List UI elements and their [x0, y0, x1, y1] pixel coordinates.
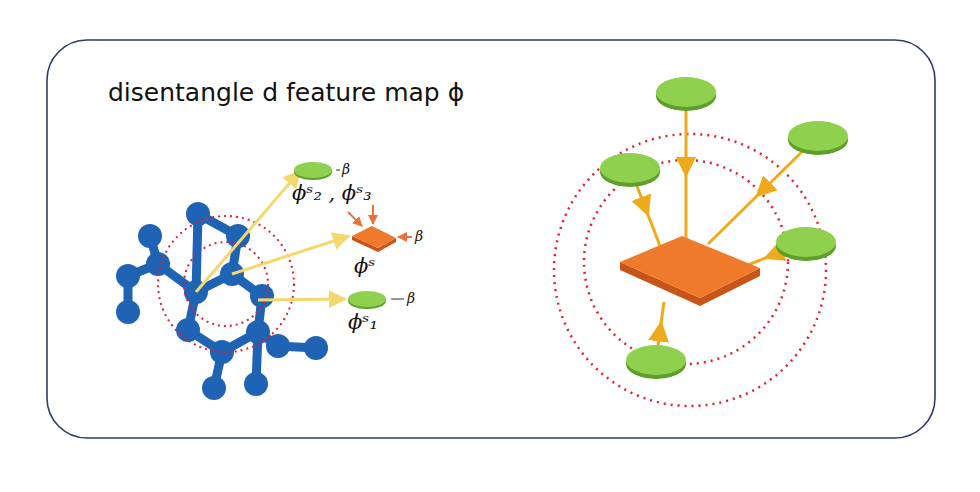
atom — [304, 336, 328, 360]
ellipse-top — [656, 77, 716, 107]
neighbor-feature — [626, 345, 686, 379]
ellipse-top — [348, 291, 386, 307]
inner-radius-circle — [184, 242, 268, 326]
beta-arrow — [391, 298, 404, 300]
ellipse-top — [776, 227, 836, 257]
feature-arrow — [196, 171, 300, 292]
feature-ellipse: ϕˢ₁ — [346, 288, 392, 334]
atom — [146, 252, 170, 276]
ellipse-top — [294, 162, 332, 178]
beta-arrow — [398, 236, 412, 238]
outer-radius-circle — [554, 134, 826, 406]
diamond-top — [352, 226, 396, 248]
neighbor-feature — [788, 121, 848, 155]
center-diamond — [620, 236, 760, 298]
feature-arrow — [232, 236, 349, 274]
neighbor-feature — [776, 227, 836, 261]
atom — [244, 372, 268, 396]
atom — [202, 376, 226, 400]
ellipse-top — [626, 345, 686, 375]
atom — [116, 264, 140, 288]
beta-label: β — [407, 290, 415, 306]
outer-radius-circle — [158, 216, 294, 352]
atom — [116, 300, 140, 324]
beta-label: β — [342, 161, 350, 177]
aggregation-arrow — [685, 92, 688, 242]
ellipse-top — [788, 121, 848, 151]
feature-label: ϕˢ — [354, 254, 375, 278]
title: disentangle d feature map ϕ — [108, 78, 464, 107]
feature-arrow — [258, 299, 345, 300]
input-arrow — [372, 205, 374, 224]
panel-border — [47, 40, 935, 438]
atom — [250, 284, 274, 308]
atom — [138, 224, 162, 248]
atom — [246, 320, 270, 344]
feature-diamond: ϕˢ — [350, 222, 398, 278]
beta-arrow — [336, 169, 340, 171]
atom — [186, 202, 210, 226]
atom — [176, 318, 200, 342]
ellipse-top — [600, 153, 660, 183]
beta-label: β — [415, 228, 423, 244]
neighbor-feature — [600, 153, 660, 187]
ellipse-shape — [292, 159, 338, 181]
ellipse-shape — [346, 288, 392, 310]
aggregation-figure — [554, 77, 848, 406]
feature-ellipse: ϕˢ₂ , ϕˢ₃ — [292, 159, 372, 205]
neighbor-feature — [656, 77, 716, 111]
feature-label: ϕˢ₂ , ϕˢ₃ — [292, 181, 372, 205]
atom — [266, 334, 290, 358]
input-arrow — [348, 212, 362, 226]
diamond-shape — [350, 222, 398, 254]
feature-label: ϕˢ₁ — [348, 310, 378, 334]
